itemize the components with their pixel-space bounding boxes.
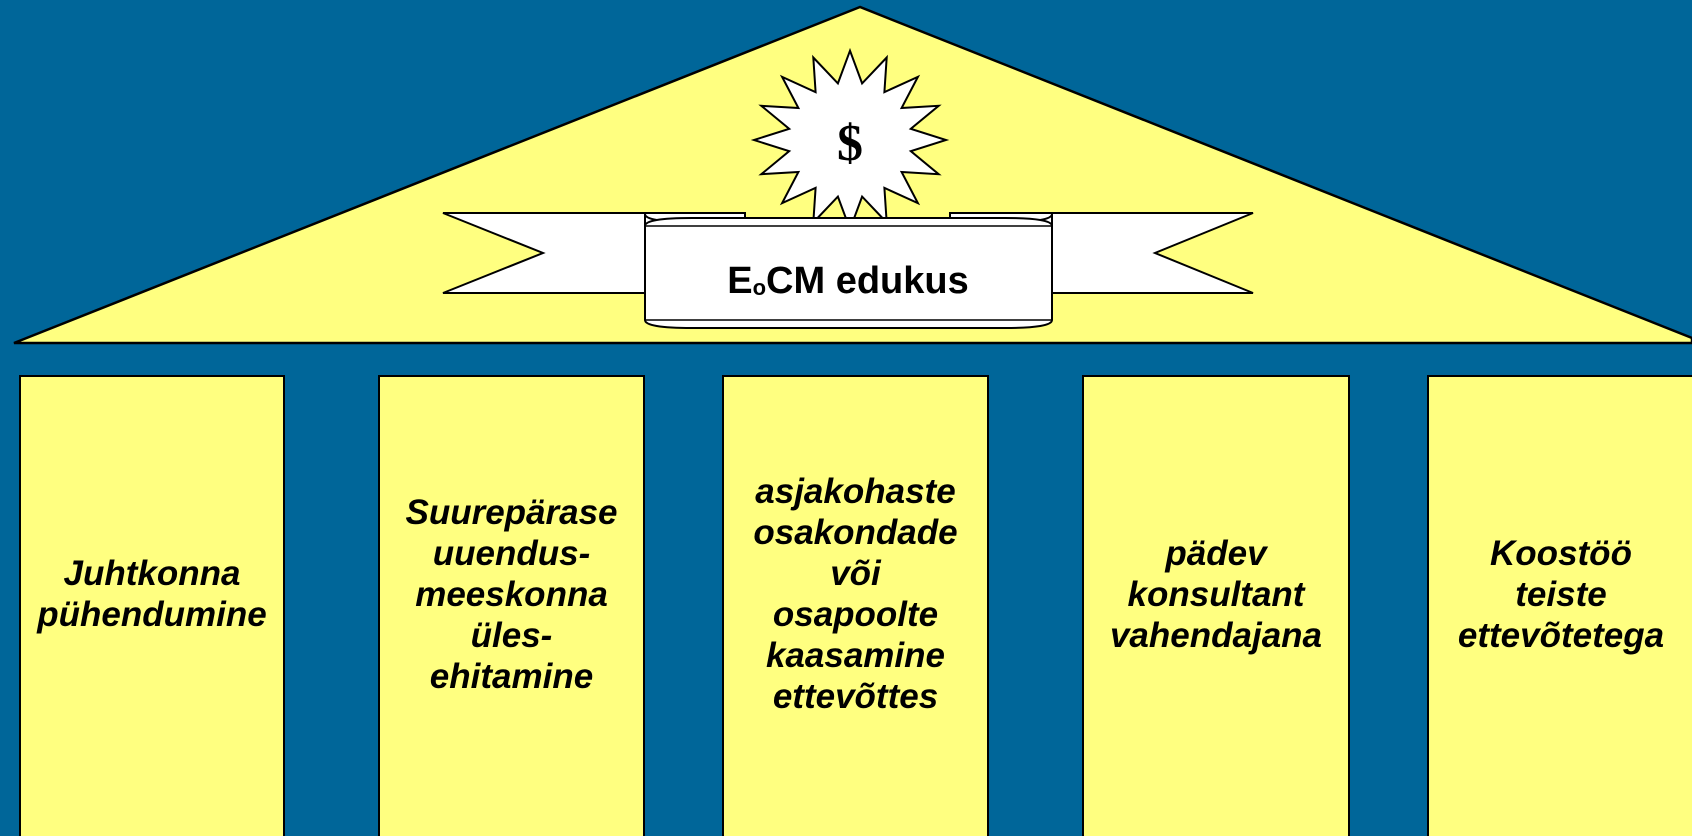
banner-title: EoCM edukus — [727, 260, 969, 302]
pillar-5: Koostöö teiste ettevõtetega — [1427, 375, 1692, 836]
starburst-icon: $ — [750, 47, 950, 233]
banner-ribbon: EoCM edukus — [442, 212, 1254, 329]
pillar-3-label: asjakohaste osakondade või osapoolte kaa… — [753, 472, 958, 716]
pillar-2-label: Suurepärase uuendus- meeskonna üles- ehi… — [405, 492, 618, 696]
pillar-1-label: Juhtkonna pühendumine — [37, 554, 267, 634]
pillar-5-label: Koostöö teiste ettevõtetega — [1457, 533, 1665, 655]
pillar-4: pädev konsultant vahendajana — [1082, 375, 1350, 836]
pillar-3: asjakohaste osakondade või osapoolte kaa… — [722, 375, 989, 836]
pillar-1: Juhtkonna pühendumine — [19, 375, 285, 836]
dollar-symbol: $ — [837, 115, 863, 172]
pillar-2: Suurepärase uuendus- meeskonna üles- ehi… — [378, 375, 645, 836]
pillar-4-label: pädev konsultant vahendajana — [1109, 533, 1323, 655]
